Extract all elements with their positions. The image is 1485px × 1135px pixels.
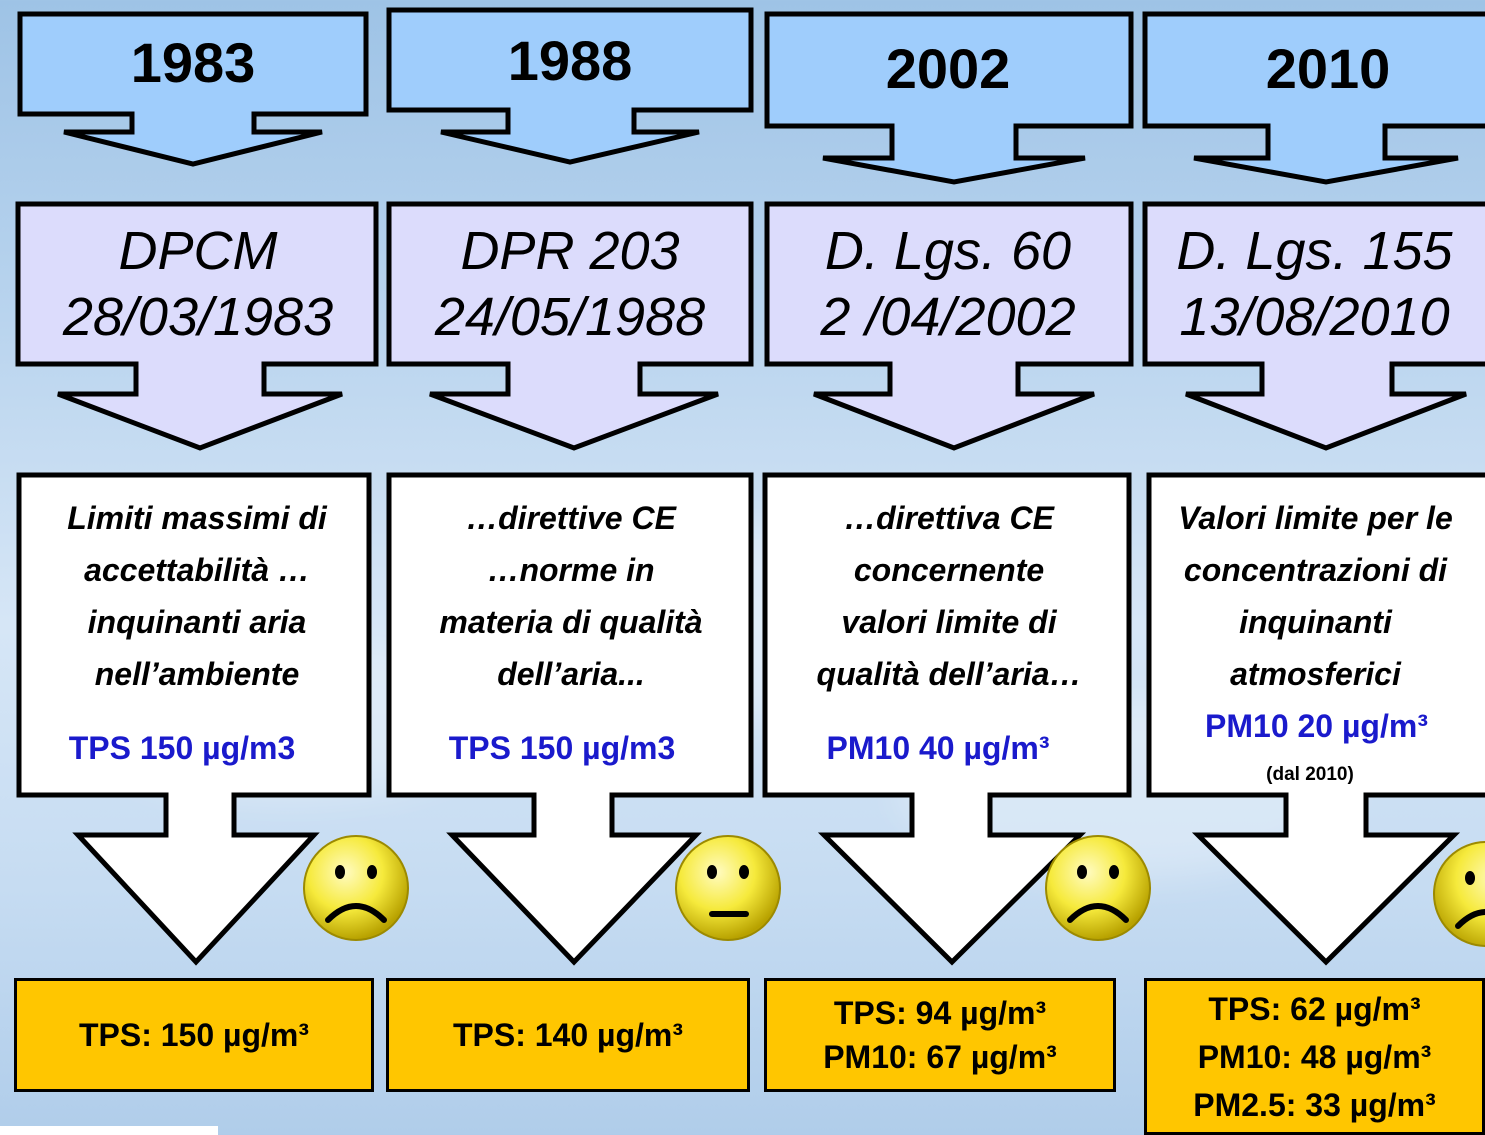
year-arrow-1983 xyxy=(17,11,369,167)
description-line: accettabilità … xyxy=(84,552,310,588)
description-line: …direttive CE xyxy=(466,500,676,536)
description-line: inquinanti xyxy=(1239,604,1392,640)
neutral-face-icon xyxy=(675,835,781,941)
measured-values-2010: TPS: 62 µg/m³ PM10: 48 µg/m³ PM2.5: 33 µ… xyxy=(1144,978,1485,1135)
legal-limit-1988: TPS 150 µg/m3 xyxy=(448,730,676,766)
description-line: concentrazioni di xyxy=(1183,552,1448,588)
corner-strip xyxy=(0,1126,218,1135)
description-line: nell’ambiente xyxy=(94,656,300,692)
measured-value: TPS: 94 µg/m³ xyxy=(833,995,1047,1031)
description-2002: …direttiva CE concernente valori limite … xyxy=(768,492,1130,700)
measured-value: PM10: 48 µg/m³ xyxy=(1197,1038,1432,1075)
decree-arrow-2002 xyxy=(764,201,1134,451)
outcome-arrow-1983 xyxy=(16,472,372,966)
measured-value: TPS: 140 µg/m³ xyxy=(452,1017,684,1053)
year-label-1988: 1988 xyxy=(507,29,633,92)
description-1988: …direttive CE …norme in materia di quali… xyxy=(392,492,750,700)
decree-date: 2 /04/2002 xyxy=(820,287,1076,347)
decree-name: DPR 203 xyxy=(460,221,680,281)
decree-date: 28/03/1983 xyxy=(62,287,334,347)
legal-limit-2010: PM10 20 µg/m³ xyxy=(1205,708,1428,744)
description-line: atmosferici xyxy=(1230,656,1401,692)
description-line: valori limite di xyxy=(841,604,1057,640)
description-line: Valori limite per le xyxy=(1178,500,1453,536)
year-label-1983: 1983 xyxy=(130,31,256,94)
decree-name: D. Lgs. 155 xyxy=(1176,221,1453,281)
decree-label-1988: DPR 203 24/05/1988 xyxy=(390,218,750,350)
outcome-arrow-1988 xyxy=(386,472,754,966)
decree-name: DPCM xyxy=(118,221,278,281)
measured-value: PM10: 67 µg/m³ xyxy=(823,1039,1057,1075)
year-arrow-1988 xyxy=(386,7,754,165)
description-line: …norme in xyxy=(487,552,655,588)
sad-face-icon xyxy=(303,835,409,941)
outcome-arrow-2002 xyxy=(762,472,1132,966)
description-2010: Valori limite per le concentrazioni di i… xyxy=(1146,492,1485,700)
sad-face-icon xyxy=(1045,835,1151,941)
decree-label-2010: D. Lgs. 155 13/08/2010 xyxy=(1144,218,1485,350)
outcome-arrow-2010 xyxy=(1146,472,1485,966)
sad-face-icon xyxy=(1433,841,1485,947)
decree-label-1983: DPCM 28/03/1983 xyxy=(16,218,380,350)
decree-date: 13/08/2010 xyxy=(1179,287,1450,347)
measured-values-1983: TPS: 150 µg/m³ xyxy=(14,978,374,1092)
description-1983: Limiti massimi di accettabilità … inquin… xyxy=(22,492,372,700)
measured-values-1988: TPS: 140 µg/m³ xyxy=(386,978,750,1092)
decree-arrow-1988 xyxy=(386,201,754,451)
description-line: Limiti massimi di xyxy=(67,500,327,536)
description-line: dell’aria... xyxy=(497,656,645,692)
description-line: qualità dell’aria… xyxy=(816,656,1082,692)
measured-value: PM2.5: 33 µg/m³ xyxy=(1193,1086,1436,1123)
legal-limit-2002: PM10 40 µg/m³ xyxy=(826,730,1050,766)
measured-values-2002: TPS: 94 µg/m³ PM10: 67 µg/m³ xyxy=(764,978,1116,1092)
decree-date: 24/05/1988 xyxy=(434,287,706,347)
decree-name: D. Lgs. 60 xyxy=(824,221,1072,281)
legal-limit-note-2010: (dal 2010) xyxy=(1266,764,1354,785)
year-label-2002: 2002 xyxy=(885,37,1011,100)
measured-value: TPS: 150 µg/m³ xyxy=(78,1017,310,1053)
description-line: materia di qualità xyxy=(439,604,703,640)
year-arrow-2002 xyxy=(764,11,1134,185)
year-label-2010: 2010 xyxy=(1265,37,1391,100)
decree-arrow-1983 xyxy=(15,201,379,451)
year-arrow-2010 xyxy=(1142,11,1485,185)
legal-limit-1983: TPS 150 µg/m3 xyxy=(68,730,296,766)
measured-value: TPS: 62 µg/m³ xyxy=(1208,990,1421,1027)
decree-arrow-2010 xyxy=(1142,201,1485,451)
description-line: concernente xyxy=(853,552,1045,588)
description-line: …direttiva CE xyxy=(844,500,1054,536)
description-line: inquinanti aria xyxy=(87,604,307,640)
decree-label-2002: D. Lgs. 60 2 /04/2002 xyxy=(766,218,1130,350)
